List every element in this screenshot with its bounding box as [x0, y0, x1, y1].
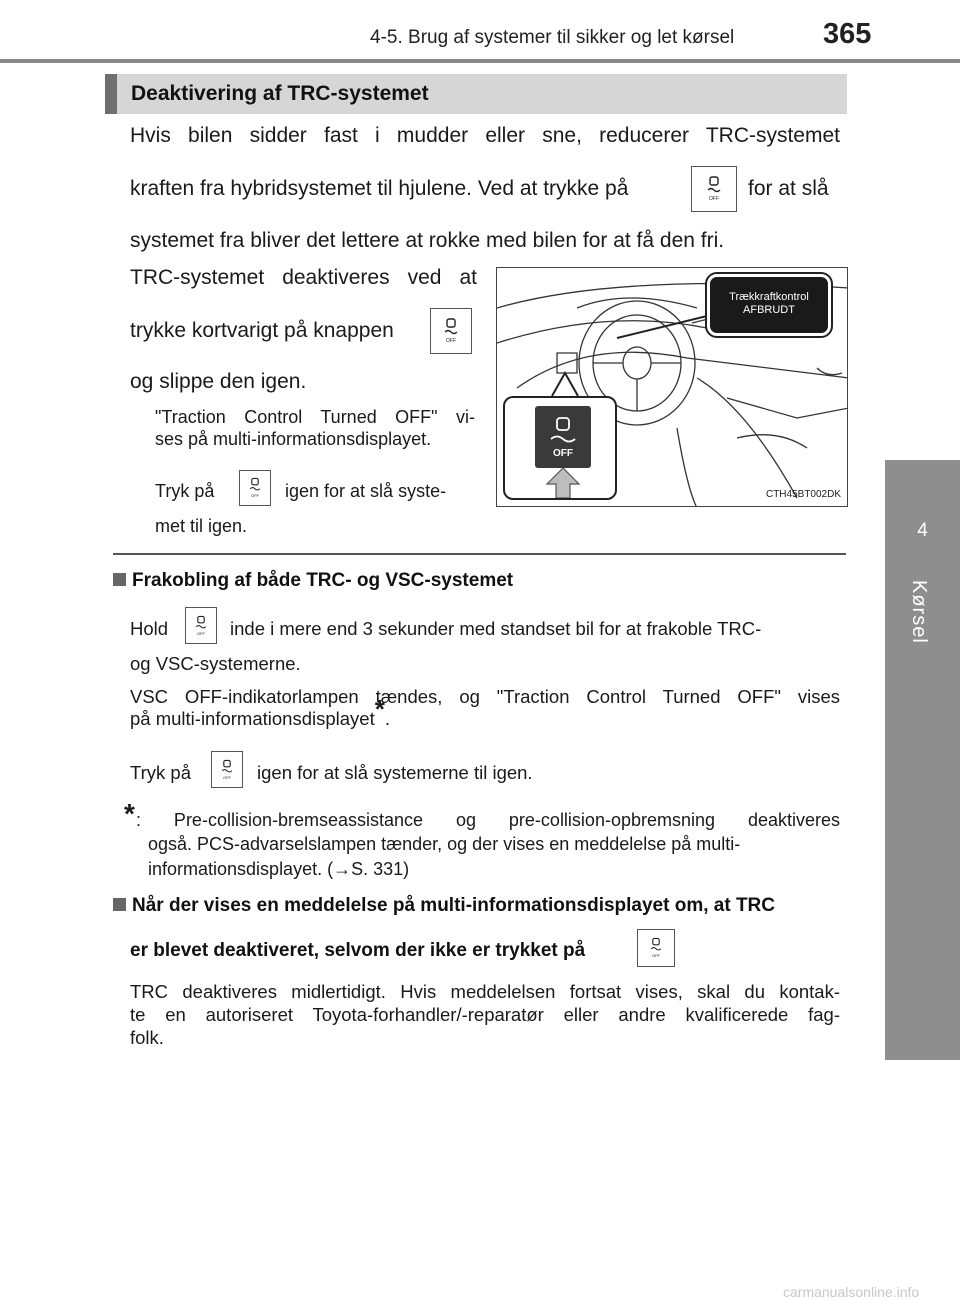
header-rule [0, 59, 960, 63]
hold-text-b: inde i mere end 3 sekunder med standset … [230, 618, 762, 639]
inset-button: OFF [535, 406, 591, 468]
inset-off-label: OFF [553, 448, 573, 459]
sub1-heading: Frakobling af både TRC- og VSC-systemet [113, 570, 513, 592]
chapter-name: Kørsel [908, 580, 930, 644]
vsc-off-icon [550, 417, 576, 443]
section-heading-bar: Deaktivering af TRC-systemet [105, 74, 847, 114]
chapter-number: 4 [917, 520, 928, 541]
footnote-star: * [374, 693, 385, 724]
deactivate-line-1: TRC-systemet deaktiveres ved at [130, 266, 477, 289]
svg-text:OFF: OFF [251, 493, 260, 498]
again-text-b: igen for at slå syste- [285, 481, 447, 501]
sub2-body-line-2: te en autoriseret Toyota-forhandler/-rep… [130, 1004, 840, 1025]
deactivate-line-3: og slippe den igen. [130, 370, 307, 393]
square-bullet-icon [113, 898, 126, 911]
footnote-line-3: informationsdisplayet. (→S. 331) [148, 859, 410, 879]
again-text-a: Tryk på [155, 481, 215, 501]
watermark[interactable]: carmanualsonline.info [783, 1284, 920, 1300]
footnote-line-1: : Pre-collision-bremseassistance og pre-… [136, 810, 840, 830]
callout-line-2: AFBRUDT [743, 304, 795, 316]
figure-code: CTH45BT002DK [765, 489, 841, 500]
callout-line-1: Trækkraftkontrol [729, 291, 809, 303]
section-heading: Deaktivering af TRC-systemet [131, 82, 429, 105]
svg-text:OFF: OFF [197, 630, 206, 635]
sub1-heading-text: Frakobling af både TRC- og VSC-systemet [132, 570, 514, 591]
trc-off-button-icon: OFF [211, 751, 243, 788]
hold-text-a: Hold [130, 618, 169, 639]
footnote-line-2: også. PCS-advarselslampen tænder, og der… [148, 834, 741, 854]
svg-text:OFF: OFF [652, 953, 661, 958]
trc-off-button-icon: OFF [691, 166, 737, 212]
trc-off-button-icon: OFF [239, 470, 271, 506]
vsc-line-1: VSC OFF-indikatorlampen tændes, og "Trac… [130, 686, 840, 707]
svg-text:OFF: OFF [223, 774, 232, 779]
deactivate-line-2: trykke kortvarigt på knappen [130, 319, 394, 342]
button-inset: OFF [503, 396, 617, 500]
svg-text:OFF: OFF [709, 196, 719, 202]
section-divider [113, 553, 846, 555]
sub2-body-line-1: TRC deaktiveres midlertidigt. Hvis medde… [130, 981, 840, 1002]
again2-text-a: Tryk på [130, 762, 191, 783]
vsc-line-2-text: på multi-informationsdisplayet [130, 708, 375, 729]
sub2-heading: Når der vises en meddelelse på multi-inf… [113, 895, 845, 917]
trc-off-button-icon: OFF [637, 929, 675, 967]
intro-line-2a: kraften fra hybridsystemet til hjulene. … [130, 177, 629, 200]
intro-line-3: systemet fra bliver det lettere at rokke… [130, 229, 725, 252]
press-arrow-icon [545, 468, 581, 498]
vsc-line-2: på multi-informationsdisplayet*. [130, 696, 390, 730]
note-line-2: ses på multi-informationsdisplayet. [155, 429, 432, 449]
page-number: 365 [823, 18, 872, 50]
intro-line-2b: for at slå [748, 177, 829, 200]
again2-text-b: igen for at slå systemerne til igen. [257, 762, 533, 783]
running-header: 4-5. Brug af systemer til sikker og let … [370, 27, 735, 48]
footnote-mark: * [124, 798, 135, 829]
vsc-line-2-end: . [384, 708, 390, 729]
sub2-heading-line-1: Når der vises en meddelelse på multi-inf… [132, 895, 776, 916]
svg-text:OFF: OFF [446, 338, 456, 344]
dashboard-illustration: Trækkraftkontrol AFBRUDT OFF CTH45BT002D… [496, 267, 848, 507]
intro-line-1: Hvis bilen sidder fast i mudder eller sn… [130, 124, 840, 147]
display-callout: Trækkraftkontrol AFBRUDT [705, 272, 833, 338]
square-bullet-icon [113, 573, 126, 586]
hold-line-2: og VSC-systemerne. [130, 653, 301, 674]
note-line-1: "Traction Control Turned OFF" vi- [155, 407, 475, 427]
sub2-body-line-3: folk. [130, 1027, 164, 1048]
trc-off-button-icon: OFF [185, 607, 217, 644]
sub2-heading-line-2: er blevet deaktiveret, selvom der ikke e… [130, 940, 586, 961]
again-line-2: met til igen. [155, 516, 248, 536]
dashboard-drawing [497, 282, 847, 506]
chapter-tab: 4 Kørsel [885, 460, 960, 1060]
trc-off-button-icon: OFF [430, 308, 472, 354]
